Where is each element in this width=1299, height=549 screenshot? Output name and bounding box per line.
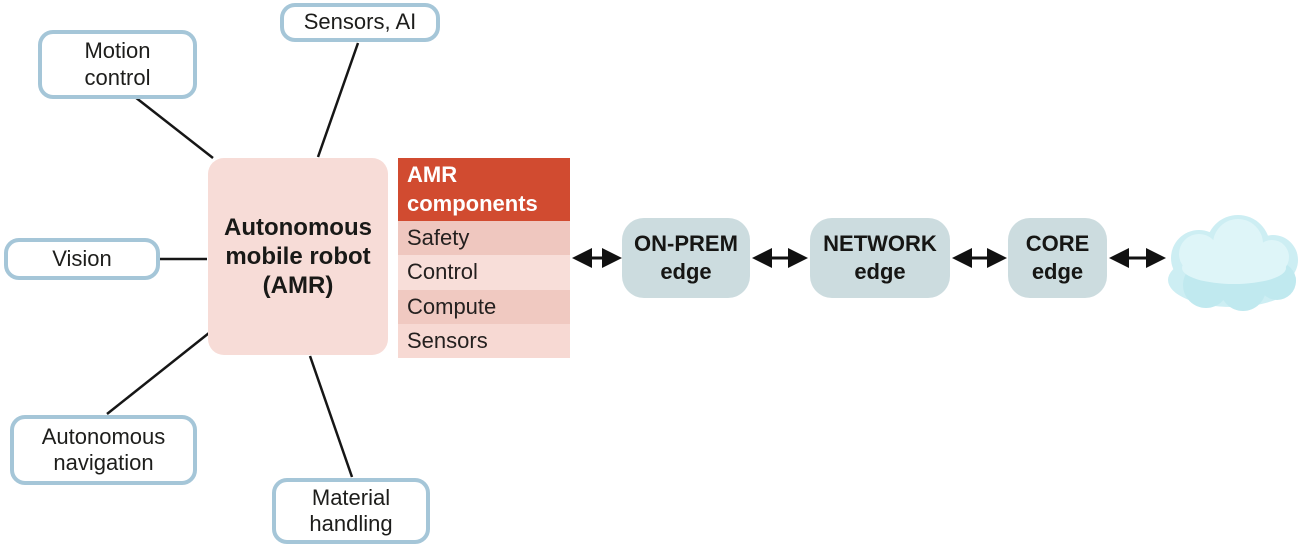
- node-on-prem-edge: ON-PREM edge: [622, 218, 750, 298]
- amr-components-header: AMR components: [398, 158, 570, 221]
- node-autonomous-mobile-robot: Autonomous mobile robot (AMR): [208, 158, 388, 355]
- bidirectional-arrows: [572, 248, 1166, 268]
- connector-line-material-handling: [308, 355, 354, 478]
- connector-line-sensors-ai: [316, 42, 360, 158]
- node-network-edge: NETWORK edge: [810, 218, 950, 298]
- node-vision: Vision: [4, 238, 160, 280]
- amr-components-table: AMR components Safety Control Compute Se…: [398, 158, 570, 358]
- bidirectional-arrow-icon: [572, 248, 622, 268]
- cloud-icon: [1168, 215, 1298, 311]
- component-row-sensors: Sensors: [398, 323, 570, 358]
- component-row-safety: Safety: [398, 221, 570, 256]
- bidirectional-arrow-icon: [952, 248, 1007, 268]
- bidirectional-arrow-icon: [752, 248, 808, 268]
- node-motion-control: Motion control: [38, 30, 197, 99]
- connector-lines: [106, 42, 360, 478]
- bidirectional-arrow-icon: [1109, 248, 1166, 268]
- connector-line-motion-control: [134, 96, 214, 159]
- node-autonomous-navigation: Autonomous navigation: [10, 415, 197, 485]
- node-material-handling: Material handling: [272, 478, 430, 544]
- component-row-compute: Compute: [398, 289, 570, 324]
- node-sensors-ai: Sensors, AI: [280, 3, 440, 42]
- connector-line-autonomous-navigation: [106, 332, 210, 415]
- node-core-edge: CORE edge: [1008, 218, 1107, 298]
- component-row-control: Control: [398, 255, 570, 290]
